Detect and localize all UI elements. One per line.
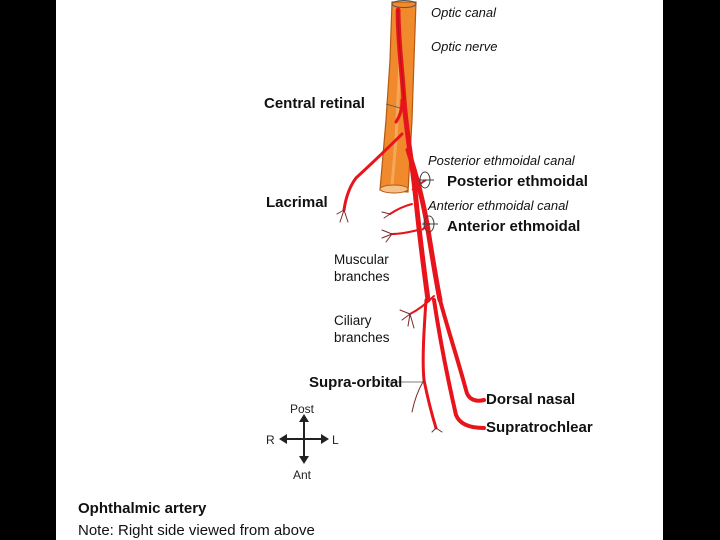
caption-note: Note: Right side viewed from above xyxy=(78,522,315,539)
compass-label-r: R xyxy=(266,433,275,447)
caption-title: Ophthalmic artery xyxy=(78,500,207,517)
leader-lines xyxy=(385,103,424,383)
label-ciliary-line1: Ciliary xyxy=(334,313,372,328)
anterior-ethmoidal-artery xyxy=(421,215,438,233)
label-muscular-line1: Muscular xyxy=(334,252,389,267)
label-lacrimal: Lacrimal xyxy=(266,194,328,211)
diagram-slide: Optic canal Optic nerve Central retinal … xyxy=(56,0,663,540)
compass-label-ant: Ant xyxy=(293,468,312,482)
central-retinal-artery xyxy=(394,98,404,124)
label-optic-nerve: Optic nerve xyxy=(431,39,498,54)
terminal-twigs xyxy=(411,379,443,433)
label-optic-canal: Optic canal xyxy=(431,5,497,20)
compass-label-l: L xyxy=(332,433,339,447)
label-supra-orbital: Supra-orbital xyxy=(309,374,403,391)
artery-main xyxy=(405,147,486,430)
posterior-ethmoidal-artery xyxy=(411,171,434,191)
label-anterior-ethmoidal-canal: Anterior ethmoidal canal xyxy=(428,198,569,213)
label-muscular-line2: branches xyxy=(334,269,390,284)
label-central-retinal: Central retinal xyxy=(264,95,365,112)
ciliary-branches xyxy=(399,295,435,329)
compass-arrows xyxy=(279,414,329,464)
ophthalmic-artery-illustration xyxy=(279,0,486,464)
label-dorsal-nasal: Dorsal nasal xyxy=(486,391,576,408)
label-ciliary-line2: branches xyxy=(334,330,390,345)
lacrimal-artery xyxy=(336,132,404,223)
label-posterior-ethmoidal: Posterior ethmoidal xyxy=(447,173,588,190)
label-anterior-ethmoidal: Anterior ethmoidal xyxy=(447,218,581,235)
compass-label-post: Post xyxy=(290,402,315,416)
label-posterior-ethmoidal-canal: Posterior ethmoidal canal xyxy=(428,153,575,168)
muscular-branches xyxy=(381,203,419,243)
label-supratrochlear: Supratrochlear xyxy=(486,419,593,436)
